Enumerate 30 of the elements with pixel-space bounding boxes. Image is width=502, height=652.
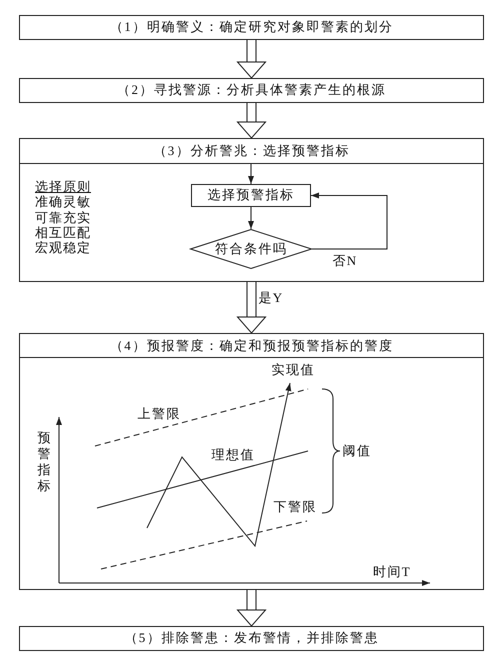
process-box: 选择预警指标 <box>191 184 311 207</box>
process-panel <box>19 333 484 590</box>
arrow <box>248 206 254 230</box>
line-label: 实现值 <box>271 363 315 377</box>
block-arrow <box>237 282 266 334</box>
line-label: 下警限 <box>273 500 317 514</box>
criteria-heading: 选择原则 <box>35 180 91 194</box>
arrow <box>310 192 388 250</box>
panel-heading: （4）预报警度：确定和预报预警指标的警度 <box>20 334 483 358</box>
axis-title: 预警指标 <box>37 430 51 494</box>
block-arrow <box>237 103 266 138</box>
criteria-item: 相互匹配 <box>35 226 91 240</box>
brace-label: 阈值 <box>342 444 372 458</box>
arrow <box>248 162 254 184</box>
process-panel <box>19 138 484 282</box>
criteria-item: 可靠充实 <box>35 210 91 224</box>
criteria-item: 宏观稳定 <box>35 241 91 255</box>
process-box: （1）明确警义：确定研究对象即警素的划分 <box>19 15 484 40</box>
line-label: 上警限 <box>137 407 181 421</box>
block-arrow <box>237 40 266 78</box>
panel-heading: （3）分析警兆：选择预警指标 <box>20 139 483 164</box>
block-arrow <box>237 590 266 626</box>
edge-label: 是Y <box>258 291 284 305</box>
process-box: （5）排除警患：发布警情，并排除警患 <box>19 626 484 651</box>
process-box: （2）寻找警源：分析具体警素产生的根源 <box>19 78 484 103</box>
decision-diamond: 符合条件吗 <box>190 229 312 269</box>
line-label: 理想值 <box>211 448 255 462</box>
criteria-item: 准确灵敏 <box>35 195 91 209</box>
edge-label: 否N <box>332 254 358 268</box>
axis-title: 时间T <box>372 565 412 579</box>
